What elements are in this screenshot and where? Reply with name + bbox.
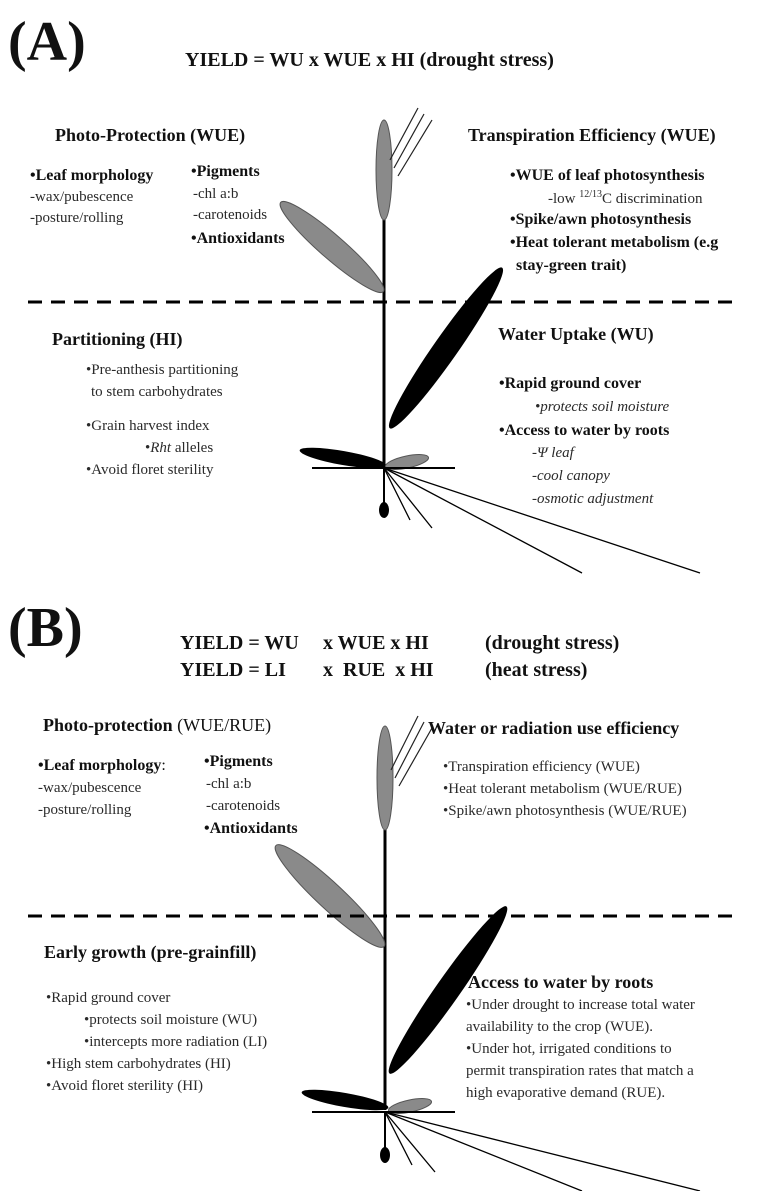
pb-posture: -posture/rolling [38, 802, 132, 818]
pb-eq1-rhs: (drought stress) [485, 632, 620, 654]
plant-a-flag-leaf [279, 200, 385, 294]
pa-water-uptake-title: Water Uptake (WU) [498, 324, 654, 344]
plant-a-spike [375, 119, 393, 221]
pb-te: •Transpiration efficiency (WUE) [443, 759, 640, 775]
plant-a-awn [389, 107, 419, 161]
pa-pigments: •Pigments [191, 163, 260, 180]
pb-early-growth-title: Early growth (pre-grainfill) [44, 942, 257, 962]
pa-wue-leaf: •WUE of leaf photosynthesis [510, 167, 705, 184]
pa-rht: •Rht alleles [145, 440, 214, 456]
pb-access-l3: •Under hot, irrigated conditions to [466, 1041, 672, 1057]
panel-a-label: (A) [8, 11, 86, 73]
plant-a-upper-leaf [388, 267, 504, 429]
plant-a-root [383, 467, 701, 574]
pb-pigments: •Pigments [204, 753, 273, 770]
pa-low-discrimination: -low 12/13C discrimination [548, 189, 703, 207]
pb-access-l1: •Under drought to increase total water [466, 997, 695, 1013]
pb-water-radiation-title: Water or radiation use efficiency [428, 718, 680, 738]
pa-transpiration-title: Transpiration Efficiency (WUE) [468, 125, 716, 145]
pb-intercepts: •intercepts more radiation (LI) [84, 1034, 268, 1050]
pa-spike-awn: •Spike/awn photosynthesis [510, 211, 692, 228]
plant-b [274, 715, 701, 1191]
plant-b-awn [394, 721, 425, 779]
pb-rapid-cover: •Rapid ground cover [46, 990, 171, 1006]
pb-eq2-rhs: (heat stress) [485, 659, 588, 681]
plant-b-root [384, 1111, 413, 1166]
pb-photo-protection-title: Photo-protection (WUE/RUE) [43, 715, 272, 735]
plant-b-small-leaf [387, 1098, 433, 1114]
pa-chl: -chl a:b [193, 186, 239, 202]
pb-spike: •Spike/awn photosynthesis (WUE/RUE) [443, 803, 687, 819]
pb-chl: -chl a:b [206, 776, 252, 792]
pb-eq1-lhs: YIELD = WU [180, 632, 299, 654]
pa-heat-line1: •Heat tolerant metabolism (e.g [510, 234, 719, 251]
pa-psi-leaf: -Ψ leaf [532, 445, 574, 461]
plant-b-spike [376, 725, 394, 831]
pa-osmotic: -osmotic adjustment [532, 491, 654, 507]
panel-b-label: (B) [8, 597, 83, 659]
plant-b-seed [380, 1147, 390, 1163]
pa-heat-line2: stay-green trait) [516, 257, 627, 274]
panel-a-equation: YIELD = WU x WUE x HI (drought stress) [185, 49, 554, 71]
plant-a-awn [397, 119, 433, 177]
pb-wax: -wax/pubescence [38, 780, 142, 796]
pb-stem-carbs: •High stem carbohydrates (HI) [46, 1056, 231, 1072]
pb-access-l5: high evaporative demand (RUE). [466, 1085, 666, 1101]
plant-b-lower-leaf [301, 1089, 389, 1111]
plant-b-upper-leaf [388, 906, 508, 1074]
plant-a-root [383, 467, 433, 529]
plant-b-root [384, 1111, 436, 1173]
pa-grain-hi: •Grain harvest index [86, 418, 210, 434]
pa-wax: -wax/pubescence [30, 189, 134, 205]
plant-b-awn [398, 727, 433, 787]
pa-antioxidants: •Antioxidants [191, 230, 285, 247]
plant-b-awn [390, 715, 419, 771]
plant-a-lower-leaf [299, 447, 387, 469]
plant-a-root [383, 467, 411, 521]
pa-pre-anthesis-2: to stem carbohydrates [91, 384, 223, 400]
pa-carotenoids: -carotenoids [193, 207, 268, 223]
pa-protects-soil: •protects soil moisture [535, 399, 670, 415]
pa-pre-anthesis-1: •Pre-anthesis partitioning [86, 362, 239, 378]
pa-floret: •Avoid floret sterility [86, 462, 214, 478]
pa-partitioning-title: Partitioning (HI) [52, 329, 183, 349]
pa-access-roots: •Access to water by roots [499, 422, 670, 439]
pb-floret: •Avoid floret sterility (HI) [46, 1078, 204, 1094]
plant-a-root [383, 467, 583, 574]
pb-access-title: Access to water by roots [468, 972, 654, 992]
pa-rapid-cover: •Rapid ground cover [499, 375, 642, 392]
plant-a [279, 107, 701, 574]
pb-leaf-morphology: •Leaf morphology: [38, 757, 166, 774]
pb-protects-soil: •protects soil moisture (WU) [84, 1012, 258, 1028]
pb-access-l2: availability to the crop (WUE). [466, 1019, 654, 1035]
plant-b-flag-leaf [274, 844, 386, 948]
pb-access-l4: permit transpiration rates that match a [466, 1063, 694, 1079]
plant-b-root [384, 1111, 701, 1191]
plant-a-seed [379, 502, 389, 518]
plant-a-small-leaf [384, 454, 430, 470]
pb-eq1-mid: x WUE x HI [323, 632, 429, 654]
pb-carotenoids: -carotenoids [206, 798, 281, 814]
pb-antioxidants: •Antioxidants [204, 820, 298, 837]
pa-photo-protection-title: Photo-Protection (WUE) [55, 125, 246, 145]
pa-leaf-morphology: •Leaf morphology [30, 167, 154, 184]
plant-b-root [384, 1111, 583, 1191]
pa-cool-canopy: -cool canopy [532, 468, 610, 484]
plant-a-awn [393, 113, 425, 169]
pb-eq2-mid: x RUE x HI [323, 659, 434, 681]
pb-heat: •Heat tolerant metabolism (WUE/RUE) [443, 781, 682, 797]
pb-eq2-lhs: YIELD = LI [180, 659, 286, 681]
pa-posture: -posture/rolling [30, 210, 124, 226]
